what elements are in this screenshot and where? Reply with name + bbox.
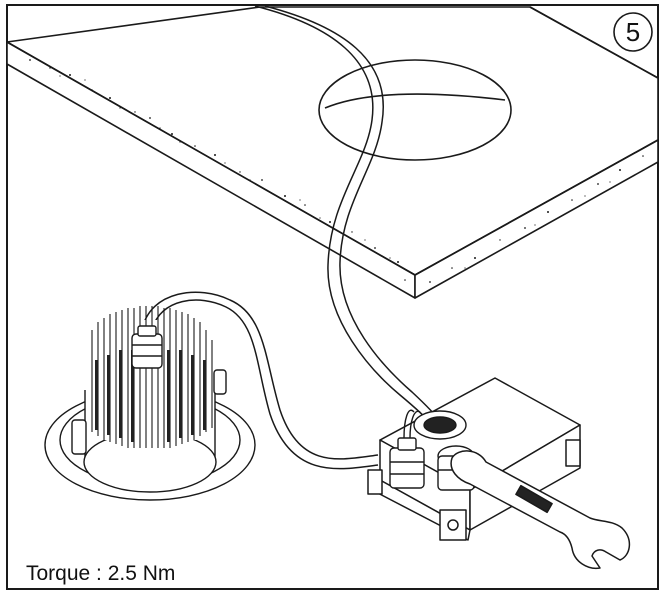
ceiling-cutout bbox=[318, 59, 512, 161]
led-downlight bbox=[44, 306, 256, 501]
wrench-label-plate bbox=[515, 484, 553, 514]
ceiling-board bbox=[6, 6, 659, 299]
step-number-text: 5 bbox=[625, 17, 641, 47]
supply-cable bbox=[254, 5, 457, 456]
torque-caption: Torque : 2.5 Nm bbox=[26, 562, 176, 585]
step-number: 5 bbox=[613, 12, 653, 52]
step-circle-icon bbox=[613, 12, 653, 52]
connection-cable bbox=[141, 291, 379, 470]
wrench-icon bbox=[450, 450, 631, 570]
module-cable-gland bbox=[131, 325, 163, 369]
board-texture bbox=[29, 59, 644, 283]
